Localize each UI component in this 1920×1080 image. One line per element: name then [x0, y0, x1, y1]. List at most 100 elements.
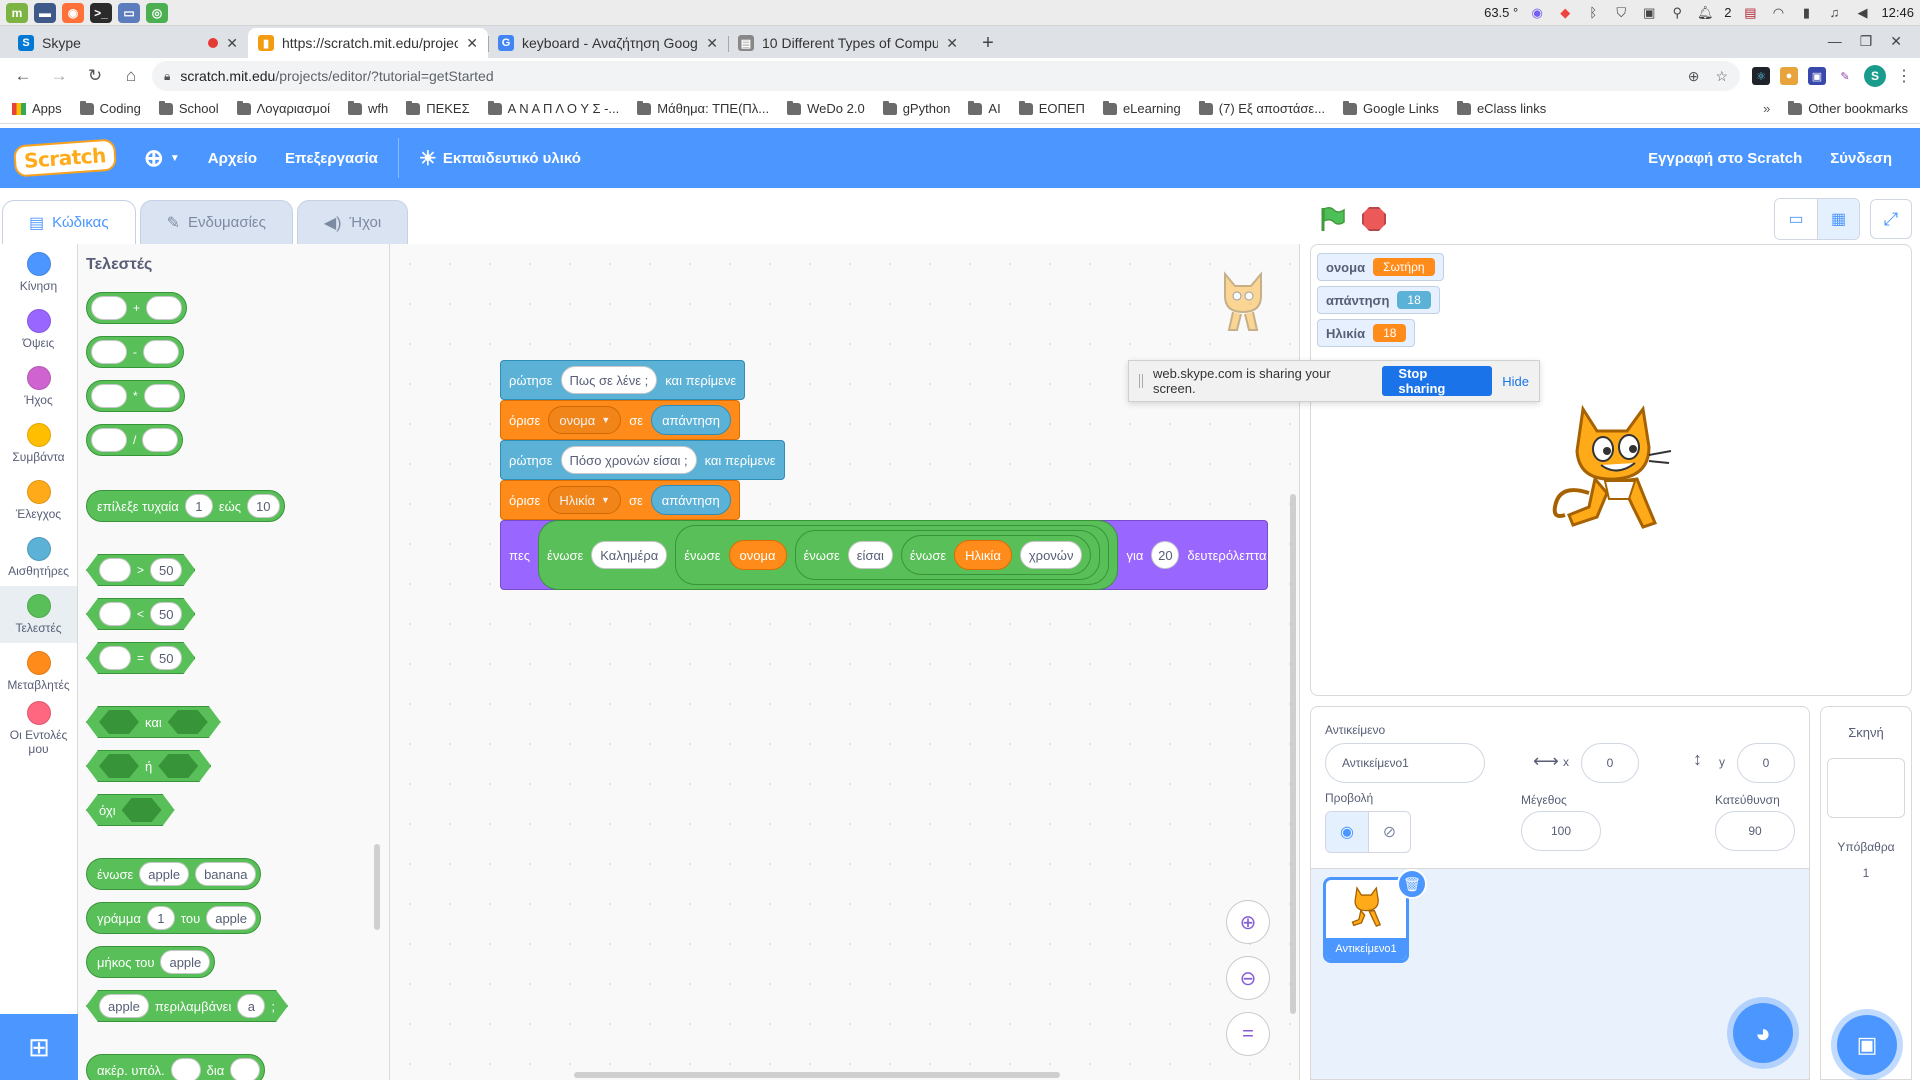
us-flag-icon[interactable]: ▤ — [1744, 4, 1757, 20]
bookmark-8[interactable]: WeDo 2.0 — [787, 100, 865, 116]
text-input[interactable]: Καλημέρα — [591, 541, 668, 569]
slot[interactable] — [142, 428, 179, 452]
slot[interactable] — [91, 340, 127, 364]
lock-icon[interactable]: 🔒︎ — [164, 68, 171, 83]
camera-icon[interactable]: ▣ — [1643, 4, 1656, 20]
add-extension-button[interactable]: ⊞ — [0, 1014, 78, 1080]
files-launcher-icon[interactable]: ▬ — [34, 2, 56, 23]
tab-sounds[interactable]: ◀) Ήχοι — [296, 200, 409, 244]
y-input[interactable]: 0 — [1737, 743, 1795, 783]
bookmark-14[interactable]: Google Links — [1343, 100, 1439, 116]
mint-launcher-icon[interactable]: m — [6, 2, 28, 23]
variable-monitor-onoma[interactable]: ονομα Σωτήρη — [1317, 253, 1444, 281]
join-scratch-link[interactable]: Εγγραφή στο Scratch — [1648, 149, 1803, 167]
bookmark-12[interactable]: eLearning — [1102, 100, 1181, 116]
bookmark-7[interactable]: Μάθημα: ΤΠΕ(Πλ... — [637, 100, 769, 116]
sign-in-link[interactable]: Σύνδεση — [1830, 149, 1892, 167]
language-menu[interactable]: ⊕ ▼ — [130, 128, 194, 188]
anydesk-icon[interactable]: ◆ — [1560, 4, 1571, 20]
folder-launcher-icon[interactable]: ▭ — [118, 2, 140, 23]
join-reporter[interactable]: ένωσε είσαι ένωσε Ηλικία χρονών — [794, 530, 1101, 580]
question-input[interactable]: Πως σε λένε ; — [560, 366, 658, 394]
x-input[interactable]: 0 — [1581, 743, 1639, 783]
bluetooth-icon[interactable]: ᛒ — [1589, 5, 1598, 20]
question-input[interactable]: Πόσο χρονών είσαι ; — [560, 446, 697, 474]
bookmark-3[interactable]: Λογαριασμοί — [236, 100, 330, 116]
delete-sprite-button[interactable]: 🗑︎ — [1397, 869, 1427, 899]
block-equals[interactable]: =50 — [86, 642, 195, 674]
category-0[interactable]: Κίνηση — [0, 244, 77, 301]
block-or[interactable]: ή — [86, 750, 211, 782]
drag-handle-icon[interactable] — [1139, 374, 1143, 388]
stop-icon[interactable] — [1362, 207, 1386, 231]
other-bookmarks[interactable]: Other bookmarks — [1788, 100, 1908, 116]
stage-selector[interactable]: Σκηνή Υπόβαθρα 1 ▣ — [1820, 706, 1912, 1080]
slot[interactable] — [99, 558, 131, 582]
slot[interactable] — [91, 428, 127, 452]
bookmark-5[interactable]: ΠΕΚΕΣ — [406, 100, 470, 116]
slot[interactable]: apple — [99, 994, 149, 1018]
bookmark-6[interactable]: Α Ν Α Π Λ Ο Υ Σ -... — [487, 100, 619, 116]
bookmark-2[interactable]: School — [158, 100, 219, 116]
menu-file[interactable]: Αρχείο — [207, 149, 257, 167]
variable-monitor-answer[interactable]: απάντηση 18 — [1317, 286, 1440, 314]
slot[interactable] — [91, 296, 127, 320]
bool-slot[interactable] — [99, 710, 139, 734]
terminal-launcher-icon[interactable]: >_ — [90, 2, 112, 23]
block-join[interactable]: ένωσε apple banana — [86, 858, 262, 890]
bookmark-star-icon[interactable]: ☆ — [1715, 67, 1728, 84]
slot[interactable]: 10 — [247, 494, 280, 518]
slot[interactable]: 50 — [150, 602, 182, 626]
menu-edit[interactable]: Επεξεργασία — [285, 149, 378, 167]
workspace-vertical-scrollbar[interactable] — [1290, 494, 1296, 1014]
block-divide[interactable]: / — [86, 424, 184, 456]
bool-slot[interactable] — [168, 710, 208, 734]
answer-reporter[interactable]: απάντηση — [650, 485, 731, 515]
menu-tutorials[interactable]: ☀ Εκπαιδευτικό υλικό — [405, 128, 595, 188]
browser-tab-3[interactable]: ▤10 Different Types of Comput✕ — [728, 28, 968, 58]
set-variable-block-1[interactable]: όρισε ονομα▼ σε απάντηση — [500, 400, 740, 440]
slot[interactable]: 1 — [146, 906, 175, 930]
slot[interactable] — [170, 1058, 201, 1080]
zoom-out-button[interactable]: ⊖ — [1226, 956, 1270, 1000]
screen-extension-icon[interactable]: ▣ — [1808, 67, 1826, 85]
text-input[interactable]: είσαι — [847, 541, 893, 569]
variable-dropdown[interactable]: Ηλικία▼ — [548, 486, 621, 514]
close-tab-icon[interactable]: ✕ — [706, 34, 718, 51]
address-bar[interactable]: 🔒︎ scratch.mit.edu/projects/editor/?tuto… — [152, 61, 1740, 91]
back-button[interactable]: ← — [14, 66, 32, 85]
block-not[interactable]: όχι — [86, 794, 175, 826]
sprite-tile[interactable]: Αντικείμενο1 — [1323, 877, 1409, 963]
bookmark-4[interactable]: wfh — [347, 100, 388, 116]
block-subtract[interactable]: - — [86, 336, 184, 368]
join-reporter[interactable]: ένωσε Ηλικία χρονών — [900, 535, 1092, 575]
join-reporter[interactable]: ένωσε ονομα ένωσε είσαι ένωσε Ηλικία χρο… — [675, 525, 1110, 585]
viber-icon[interactable]: ◉ — [1531, 4, 1543, 20]
ask-block-2[interactable]: ρώτησε Πόσο χρονών είσαι ; και περίμενε — [500, 440, 785, 480]
minimize-icon[interactable]: — — [1827, 33, 1842, 49]
category-5[interactable]: Αισθητήρες — [0, 529, 77, 586]
bookmark-0[interactable]: Apps — [12, 101, 62, 116]
variable-monitor-age[interactable]: Ηλικία 18 — [1317, 319, 1416, 347]
block-less-than[interactable]: <50 — [86, 598, 195, 630]
firefox-launcher-icon[interactable]: ◉ — [62, 2, 84, 23]
green-flag-icon[interactable] — [1318, 205, 1346, 233]
slot[interactable] — [146, 296, 183, 320]
battery-icon[interactable]: ▮ — [1802, 4, 1811, 20]
stop-sharing-button[interactable]: Stop sharing — [1382, 366, 1493, 396]
seconds-input[interactable]: 20 — [1151, 541, 1180, 569]
block-multiply[interactable]: * — [86, 380, 185, 412]
slot[interactable]: 50 — [150, 558, 182, 582]
block-and[interactable]: και — [86, 706, 221, 738]
normal-stage-button[interactable]: ▦ — [1817, 199, 1859, 239]
profile-avatar[interactable]: S — [1864, 65, 1886, 87]
volume-icon[interactable]: ◀ — [1857, 4, 1868, 20]
size-input[interactable]: 100 — [1521, 811, 1601, 851]
slot[interactable] — [143, 340, 179, 364]
bookmark-1[interactable]: Coding — [79, 100, 141, 116]
stage[interactable]: ονομα Σωτήρη απάντηση 18 Ηλικία 18 — [1310, 244, 1912, 696]
clock[interactable]: 12:46 — [1881, 5, 1914, 20]
category-4[interactable]: Έλεγχος — [0, 472, 77, 529]
